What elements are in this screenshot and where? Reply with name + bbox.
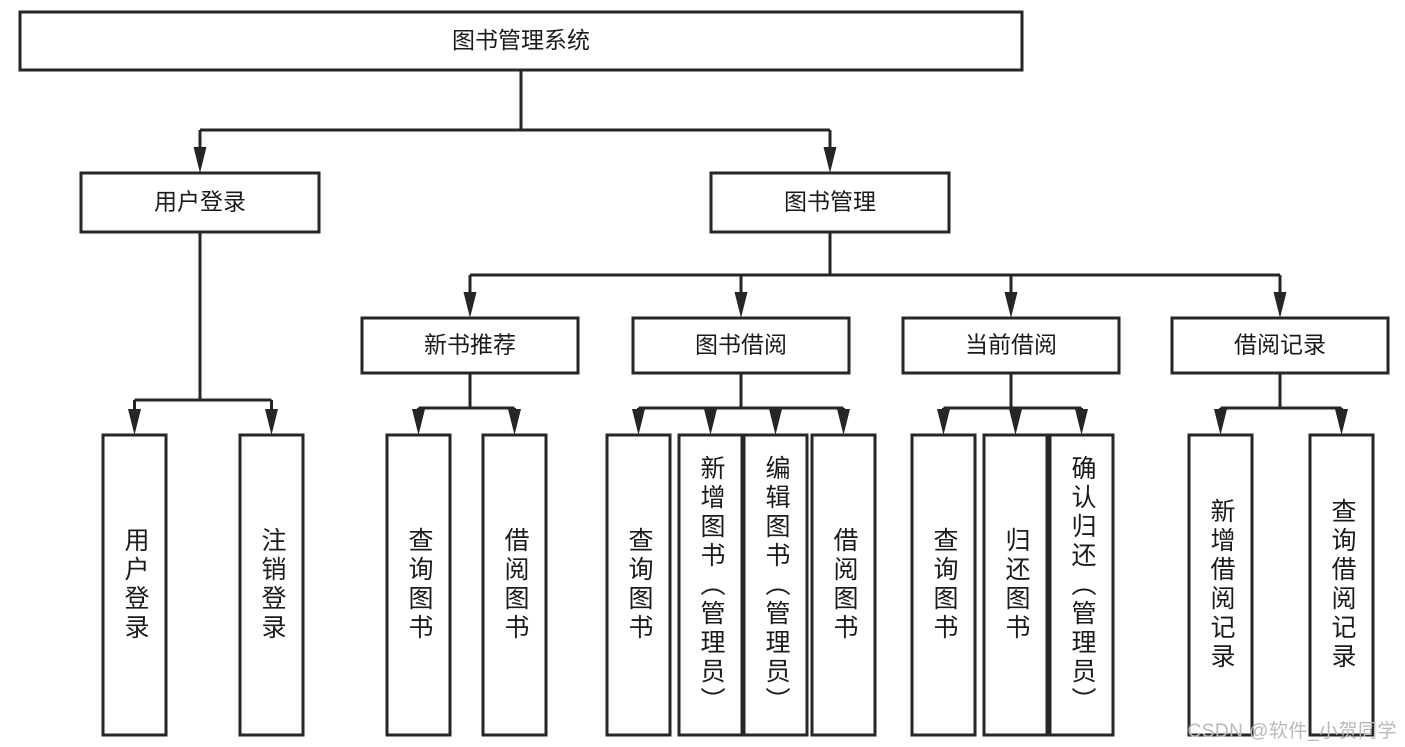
arrow-head-icon bbox=[265, 409, 278, 435]
node-box-current-borrow[interactable] bbox=[901, 316, 1121, 375]
node-label-book-manage: 图书管理 bbox=[784, 189, 876, 215]
arrow-head-icon bbox=[193, 147, 207, 173]
arrow-head-icon bbox=[823, 147, 837, 173]
node-box-leaf-user-logout[interactable] bbox=[238, 433, 305, 737]
node-box-leaf-query-book-borrow[interactable] bbox=[605, 433, 672, 737]
arrow-head-icon bbox=[1004, 292, 1018, 318]
arrow-head-icon bbox=[734, 292, 748, 318]
node-box-book-manage[interactable] bbox=[709, 171, 951, 234]
node-label-user-login: 用户登录 bbox=[154, 189, 246, 215]
arrow-head-icon bbox=[1214, 409, 1227, 435]
arrow-head-icon bbox=[632, 409, 645, 435]
node-box-leaf-return-book[interactable] bbox=[982, 433, 1049, 737]
node-box-user-login[interactable] bbox=[79, 171, 321, 234]
node-box-leaf-borrow-book-rec[interactable] bbox=[481, 433, 548, 737]
node-box-leaf-query-record[interactable] bbox=[1308, 433, 1375, 737]
arrow-head-icon bbox=[1075, 409, 1088, 435]
node-box-leaf-confirm-return[interactable] bbox=[1048, 433, 1115, 737]
arrow-head-icon bbox=[1335, 409, 1348, 435]
node-box-leaf-edit-book[interactable] bbox=[742, 433, 809, 737]
arrow-head-icon bbox=[412, 409, 425, 435]
node-label-book-borrow: 图书借阅 bbox=[695, 332, 787, 358]
arrow-head-icon bbox=[128, 409, 141, 435]
node-box-root[interactable] bbox=[18, 10, 1024, 72]
arrow-head-icon bbox=[1009, 409, 1022, 435]
arrow-head-icon bbox=[769, 409, 782, 435]
node-box-leaf-add-record[interactable] bbox=[1187, 433, 1254, 737]
node-label-borrow-record: 借阅记录 bbox=[1234, 332, 1326, 358]
arrow-head-icon bbox=[463, 292, 477, 318]
node-label-current-borrow: 当前借阅 bbox=[965, 332, 1057, 358]
node-box-borrow-record[interactable] bbox=[1170, 316, 1390, 375]
node-box-leaf-add-book[interactable] bbox=[677, 433, 744, 737]
node-box-leaf-borrow-book[interactable] bbox=[810, 433, 877, 737]
node-label-root: 图书管理系统 bbox=[452, 27, 590, 53]
node-box-book-borrow[interactable] bbox=[631, 316, 851, 375]
node-label-new-book-rec: 新书推荐 bbox=[424, 332, 516, 358]
node-box-layer bbox=[18, 10, 1390, 737]
arrow-head-icon bbox=[1273, 292, 1287, 318]
arrow-head-icon bbox=[508, 409, 521, 435]
node-box-leaf-query-book-cur[interactable] bbox=[910, 433, 977, 737]
connector-layer bbox=[128, 70, 1348, 435]
arrow-head-icon bbox=[837, 409, 850, 435]
arrow-head-icon bbox=[937, 409, 950, 435]
node-box-leaf-query-book-rec[interactable] bbox=[385, 433, 452, 737]
csdn-watermark: CSDN @软件_小贺同学 bbox=[1187, 721, 1397, 742]
node-box-new-book-rec[interactable] bbox=[360, 316, 580, 375]
arrow-head-icon bbox=[704, 409, 717, 435]
node-box-leaf-user-login[interactable] bbox=[101, 433, 168, 737]
